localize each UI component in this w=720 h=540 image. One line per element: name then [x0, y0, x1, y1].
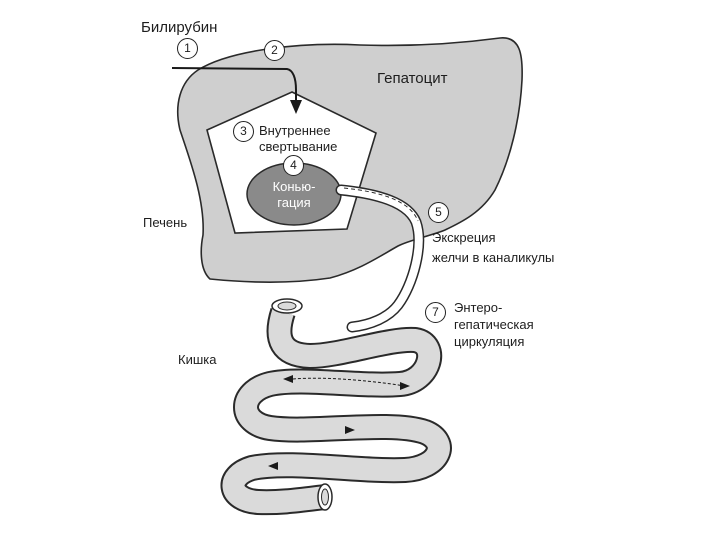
- step-marker-7: 7: [425, 302, 446, 323]
- excretion-line2: желчи в каналикулы: [432, 250, 554, 266]
- hepatocyte-label: Гепатоцит: [377, 70, 447, 87]
- step-marker-5: 5: [428, 202, 449, 223]
- step-marker-4: 4: [283, 155, 304, 176]
- enterohepatic-line3: циркуляция: [454, 334, 524, 350]
- enterohepatic-line1: Энтеро-: [454, 300, 502, 316]
- excretion-line1: Экскреция: [432, 230, 496, 246]
- conjugation-line2: гация: [264, 195, 324, 211]
- enterohepatic-line2: гепатическая: [454, 317, 534, 333]
- duodenum-lumen: [278, 302, 296, 310]
- internal-coagulation-line2: свертывание: [259, 139, 337, 155]
- step-marker-3: 3: [233, 121, 254, 142]
- intestine-end-lumen: [322, 489, 329, 505]
- conjugation-line1: Конью-: [264, 179, 324, 195]
- liver-label: Печень: [143, 215, 187, 231]
- internal-coagulation-line1: Внутреннее: [259, 123, 331, 139]
- step-marker-2: 2: [264, 40, 285, 61]
- intestine-label: Кишка: [178, 352, 216, 368]
- step-marker-1: 1: [177, 38, 198, 59]
- bilirubin-label: Билирубин: [141, 19, 217, 36]
